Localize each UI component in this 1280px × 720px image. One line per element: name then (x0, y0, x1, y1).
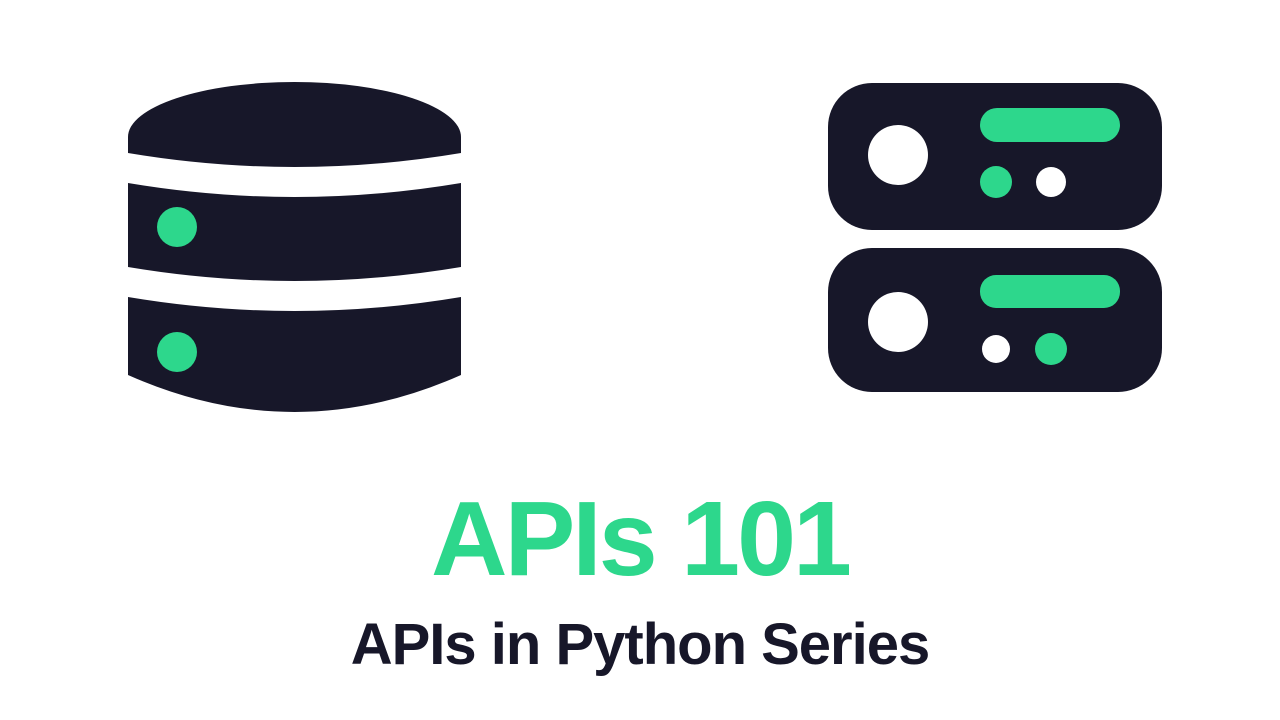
server-unit-top-led-left (980, 166, 1012, 198)
server-stack-icon (828, 83, 1162, 392)
server-unit-bottom-led-left (982, 335, 1010, 363)
server-unit-top (828, 83, 1162, 230)
page-subtitle: APIs in Python Series (350, 612, 931, 677)
server-unit-bottom-led-right (1035, 333, 1067, 365)
database-separator-band-top (128, 153, 461, 197)
server-unit-top-drive-circle (868, 125, 928, 185)
server-unit-bottom (828, 248, 1162, 392)
page-title: APIs 101 (431, 480, 852, 598)
database-indicator-dot-bottom (157, 332, 197, 372)
server-unit-bottom-drive-circle (868, 292, 928, 352)
server-unit-top-status-bar (980, 108, 1120, 142)
server-unit-top-led-right (1036, 167, 1066, 197)
database-separator-band-bottom (128, 267, 461, 311)
database-indicator-dot-top (157, 207, 197, 247)
database-icon (128, 82, 461, 412)
server-unit-bottom-status-bar (980, 275, 1120, 308)
